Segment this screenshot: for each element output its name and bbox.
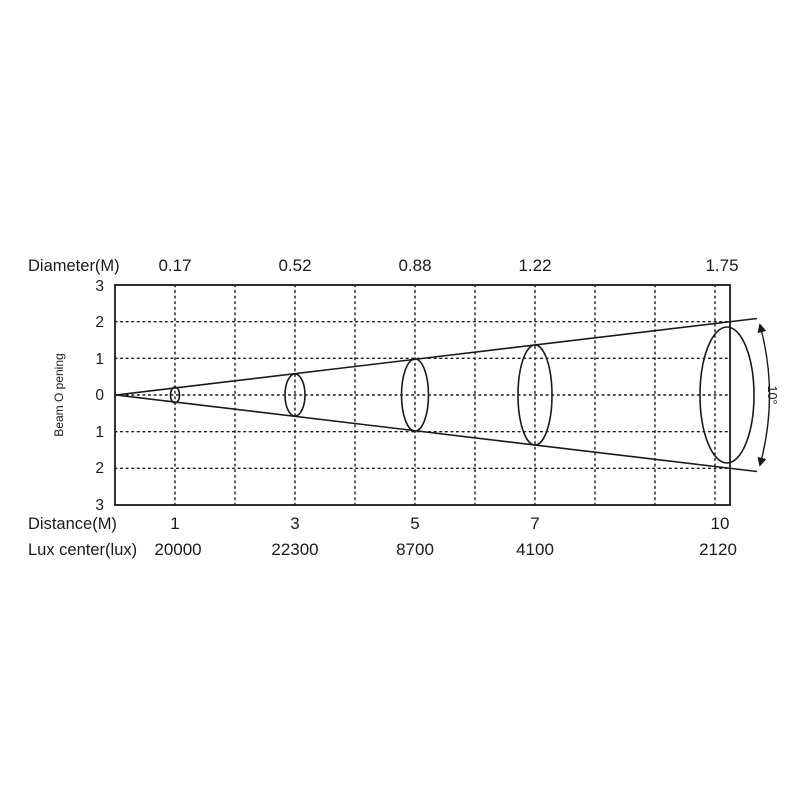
y-axis-ticks: 3 2 1 0 1 2 3 bbox=[95, 278, 104, 514]
y-tick: 3 bbox=[95, 497, 104, 514]
distance-value: 10 bbox=[711, 514, 730, 533]
lux-row: Lux center(lux) 20000 22300 8700 4100 21… bbox=[28, 540, 737, 559]
y-tick: 2 bbox=[95, 314, 104, 331]
beam-cone bbox=[115, 317, 758, 473]
y-tick: 1 bbox=[95, 351, 104, 368]
diameter-value: 0.52 bbox=[278, 256, 311, 275]
beam-ellipse-1m bbox=[169, 386, 181, 404]
distance-value: 1 bbox=[170, 514, 179, 533]
y-tick: 3 bbox=[95, 278, 104, 295]
lux-row-label: Lux center(lux) bbox=[28, 541, 137, 559]
distance-value: 5 bbox=[410, 514, 419, 533]
grid-dotted-lines bbox=[114, 284, 731, 506]
lux-value: 4100 bbox=[516, 540, 554, 559]
diameter-value: 1.22 bbox=[518, 256, 551, 275]
distance-row-label: Distance(M) bbox=[28, 515, 117, 533]
diameter-row-label: Diameter(M) bbox=[28, 257, 120, 275]
lux-value: 2120 bbox=[699, 540, 737, 559]
beam-ellipse-10m bbox=[699, 326, 755, 464]
y-tick: 1 bbox=[95, 424, 104, 441]
lux-value: 20000 bbox=[154, 540, 201, 559]
y-tick: 2 bbox=[95, 460, 104, 477]
distance-value: 3 bbox=[290, 514, 299, 533]
distance-row: Distance(M) 1 3 5 7 10 bbox=[28, 514, 729, 533]
lux-value: 22300 bbox=[271, 540, 318, 559]
diameter-value: 0.17 bbox=[158, 256, 191, 275]
beam-angle-arc bbox=[757, 323, 771, 467]
diameter-row: Diameter(M) 0.17 0.52 0.88 1.22 1.75 bbox=[28, 256, 739, 275]
diameter-value: 1.75 bbox=[705, 256, 738, 275]
plot-border bbox=[114, 284, 731, 506]
y-axis-title: Beam O pening bbox=[52, 353, 66, 436]
beam-angle-label: 10° bbox=[765, 386, 779, 405]
lux-value: 8700 bbox=[396, 540, 434, 559]
diameter-value: 0.88 bbox=[398, 256, 431, 275]
y-tick: 0 bbox=[95, 387, 104, 404]
distance-value: 7 bbox=[530, 514, 539, 533]
